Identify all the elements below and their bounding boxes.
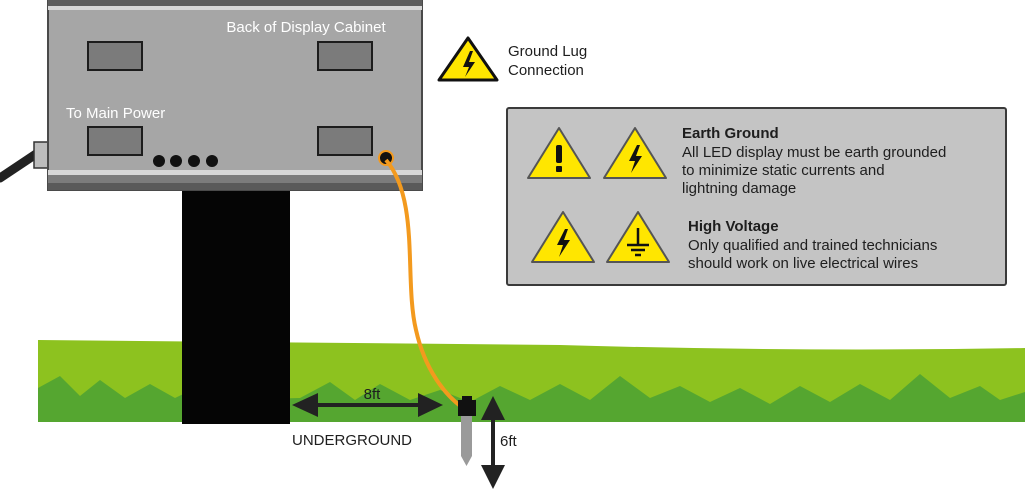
earth-ground-line-1: All LED display must be earth grounded	[682, 144, 946, 161]
high-voltage-title: High Voltage	[688, 218, 779, 235]
depth-arrow-head-down	[481, 465, 505, 489]
cabinet-vent-bottom-left	[87, 126, 143, 156]
high-voltage-line-1: Only qualified and trained technicians	[688, 237, 937, 254]
ground-wire	[384, 158, 465, 410]
cabinet-connector	[206, 155, 218, 167]
cabinet-connector	[188, 155, 200, 167]
ground-rod-clamp-top	[462, 396, 472, 401]
cabinet-connector	[153, 155, 165, 167]
main-power-cable	[0, 149, 41, 183]
ground-rod	[461, 416, 472, 456]
earth-ground-line-2: to minimize static currents and	[682, 162, 885, 179]
legend-lightning-warning-icon	[437, 36, 499, 82]
earth-ground-title: Earth Ground	[682, 125, 779, 142]
lightning-warning-icon	[603, 127, 667, 179]
cabinet-connector	[170, 155, 182, 167]
underground-label: UNDERGROUND	[292, 432, 412, 449]
ground-rod-clamp	[458, 400, 476, 416]
depth-label: 6ft	[500, 433, 518, 450]
earth-ground-line-3: lightning damage	[682, 180, 796, 197]
high-voltage-line-2: should work on live electrical wires	[688, 255, 918, 272]
ground-rod-tip	[461, 456, 472, 466]
display-cabinet	[47, 0, 423, 191]
cabinet-vent-bottom-right	[317, 126, 373, 156]
depth-arrow-head-up	[481, 396, 505, 420]
ground-symbol-warning-icon	[606, 211, 670, 263]
exclamation-warning-icon	[527, 127, 591, 179]
legend-line-1: Ground Lug	[508, 43, 587, 60]
support-post	[182, 186, 290, 424]
legend-line-2: Connection	[508, 62, 584, 79]
main-power-label: To Main Power	[66, 105, 165, 122]
cabinet-vent-top-right	[317, 41, 373, 71]
cabinet-vent-top-left	[87, 41, 143, 71]
lightning-warning-icon	[531, 211, 595, 263]
distance-arrow-head-left	[292, 393, 318, 417]
cabinet-title: Back of Display Cabinet	[226, 19, 386, 36]
distance-arrow-head-right	[418, 393, 443, 417]
distance-label: 8ft	[364, 386, 382, 403]
